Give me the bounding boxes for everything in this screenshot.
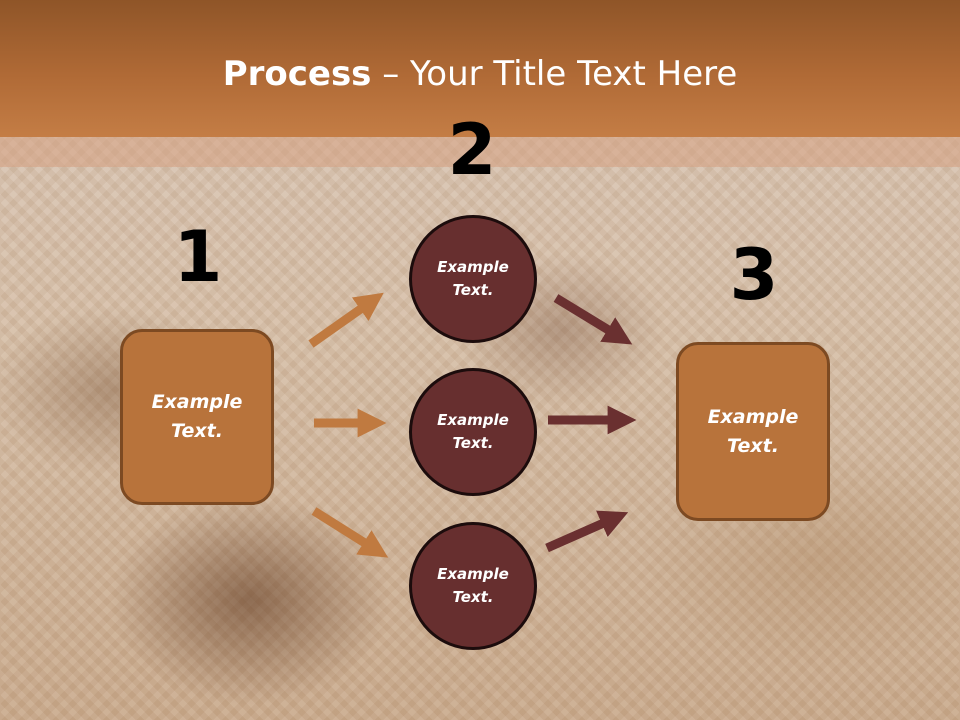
process-circle-1[interactable]: Example Text. <box>409 215 537 343</box>
process-circle-2[interactable]: Example Text. <box>409 368 537 496</box>
title-rest: – Your Title Text Here <box>371 54 738 94</box>
left-box-text: Example Text. <box>151 391 243 442</box>
step-number-3: 3 <box>729 234 779 316</box>
header-accent-strip <box>0 137 960 167</box>
right-box-text: Example Text. <box>707 405 799 457</box>
arrow-to-circle-1 <box>308 292 384 348</box>
title-bold: Process <box>222 54 372 94</box>
arrow-to-circle-3 <box>311 507 389 558</box>
arrow-from-circle-3 <box>545 510 629 553</box>
process-circle-3[interactable]: Example Text. <box>409 522 537 650</box>
circle-1-text: Example Text. <box>437 258 509 299</box>
circle-3-text: Example Text. <box>437 565 509 606</box>
circle-2-text: Example Text. <box>437 411 509 452</box>
step-number-2: 2 <box>447 109 497 191</box>
slide-title[interactable]: Process – Your Title Text Here <box>0 52 960 96</box>
right-process-box[interactable]: Example Text. <box>676 342 830 521</box>
step-number-1: 1 <box>173 216 223 298</box>
header-bar <box>0 0 960 137</box>
left-process-box[interactable]: Example Text. <box>120 329 274 505</box>
arrow-from-circle-1 <box>553 294 633 345</box>
